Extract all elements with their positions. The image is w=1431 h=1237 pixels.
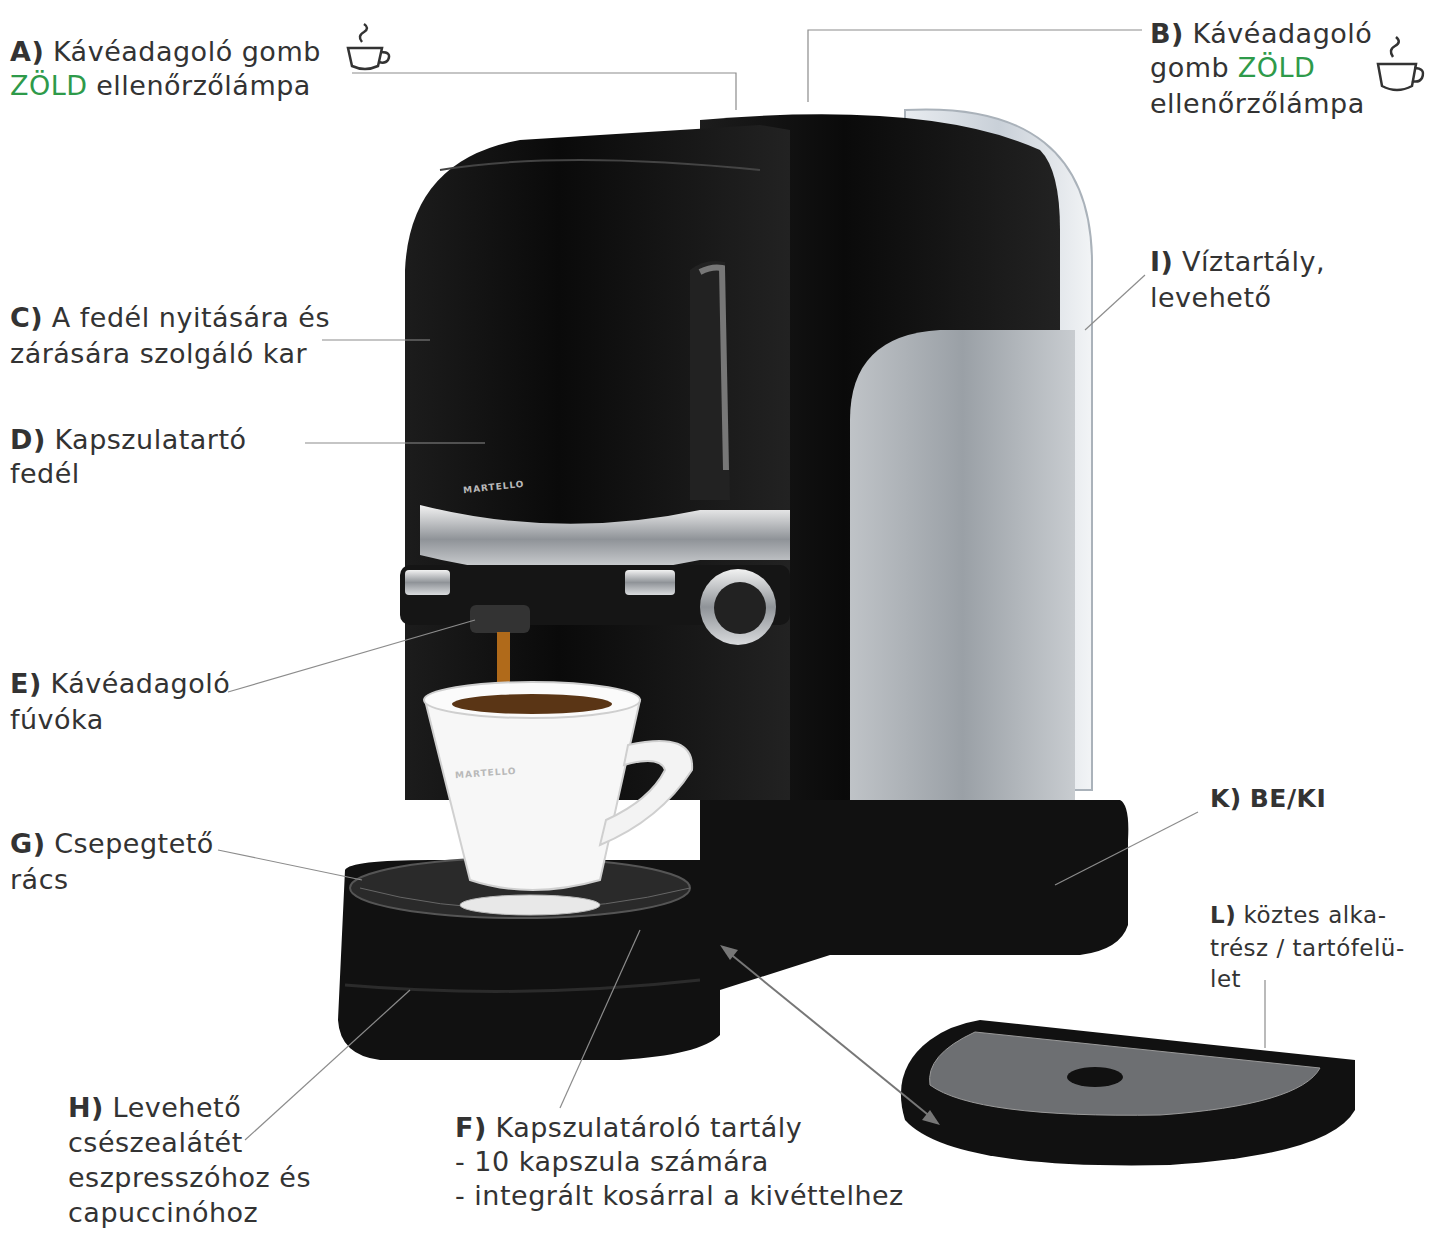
part-name: Kapszulatároló tartály xyxy=(495,1112,802,1143)
callout-letter: I) xyxy=(1150,246,1173,277)
callout-label: let xyxy=(1210,966,1248,992)
part-name: ellenőrzőlámpa xyxy=(1150,88,1365,119)
callout-label: G) Csepegtető xyxy=(10,828,223,859)
part-name: A fedél nyitására és xyxy=(52,302,330,333)
callout-label: D) Kapszulatartó xyxy=(10,424,255,455)
callout-label: csészealátét xyxy=(68,1127,251,1158)
callout-label: zárására szolgáló kar xyxy=(10,338,316,369)
part-name: trész / tartófelü- xyxy=(1210,935,1405,961)
part-name: Kávéadagoló xyxy=(1193,18,1373,49)
part-name: ellenőrzőlámpa xyxy=(96,70,311,101)
callout-label: ZÖLD ellenőrzőlámpa xyxy=(10,70,320,101)
callout-letter: E) xyxy=(10,668,42,699)
callout-letter: K) xyxy=(1210,784,1242,813)
callout-label: capuccinóhoz xyxy=(68,1197,267,1228)
callout-label: F) Kapszulatároló tartály xyxy=(455,1112,811,1143)
part-name: zárására szolgáló kar xyxy=(10,338,307,369)
callout-letter: G) xyxy=(10,828,46,859)
callout-letter: D) xyxy=(10,424,46,455)
callout-letter: F) xyxy=(455,1112,487,1143)
callout-label: fúvóka xyxy=(10,704,112,735)
callout-letter: B) xyxy=(1150,18,1184,49)
part-name: let xyxy=(1210,966,1241,992)
callout-label: B) Kávéadagoló xyxy=(1150,18,1381,49)
part-name: Víztartály, xyxy=(1182,246,1325,277)
callout-label: E) Kávéadagoló xyxy=(10,668,239,699)
callout-label: H) Levehető xyxy=(68,1092,250,1123)
callout-letter: A) xyxy=(10,36,44,67)
part-name: - 10 kapszula számára xyxy=(455,1146,769,1177)
callout-label: A) Kávéadagoló gomb xyxy=(10,36,329,67)
callout-label: trész / tartófelü- xyxy=(1210,935,1412,961)
callout-letter: BE/KI xyxy=(1250,784,1326,813)
cup-icon xyxy=(348,24,389,69)
part-name: eszpresszóhoz és xyxy=(68,1162,311,1193)
callout-label: ellenőrzőlámpa xyxy=(1150,88,1373,119)
part-name: Kávéadagoló gomb xyxy=(53,36,321,67)
callout-label: - integrált kosárral a kivéttelhez xyxy=(455,1180,912,1211)
callout-label: levehető xyxy=(1150,282,1280,313)
leader-lines xyxy=(218,30,1265,1140)
part-name: csészealátét xyxy=(68,1127,243,1158)
callout-label: I) Víztartály, xyxy=(1150,246,1334,277)
part-name: Kapszulatartó xyxy=(54,424,246,455)
part-name: fúvóka xyxy=(10,704,104,735)
part-name: rács xyxy=(10,864,69,895)
status-color-word: ZÖLD xyxy=(1238,52,1316,83)
part-name: Csepegtető xyxy=(54,828,214,859)
part-name: - integrált kosárral a kivéttelhez xyxy=(455,1180,904,1211)
double-arrow xyxy=(720,945,940,1125)
callout-letter: H) xyxy=(68,1092,104,1123)
callout-label: L) köztes alka- xyxy=(1210,902,1394,928)
cup-icon xyxy=(1378,37,1423,90)
callout-label: gomb ZÖLD xyxy=(1150,52,1324,83)
callout-letter: C) xyxy=(10,302,43,333)
callout-label: K) BE/KI xyxy=(1210,785,1334,814)
callout-label: fedél xyxy=(10,458,89,489)
part-name: capuccinóhoz xyxy=(68,1197,258,1228)
part-name: Kávéadagoló xyxy=(50,668,230,699)
part-name: gomb xyxy=(1150,52,1229,83)
part-name: Levehető xyxy=(113,1092,242,1123)
part-name: levehető xyxy=(1150,282,1272,313)
callout-label: - 10 kapszula számára xyxy=(455,1146,778,1177)
status-color-word: ZÖLD xyxy=(10,70,88,101)
callout-label: eszpresszóhoz és xyxy=(68,1162,320,1193)
part-name: köztes alka- xyxy=(1244,902,1387,928)
callout-letter: L) xyxy=(1210,902,1236,928)
callout-label: C) A fedél nyitására és xyxy=(10,302,339,333)
callout-label: rács xyxy=(10,864,77,895)
part-name: fedél xyxy=(10,458,80,489)
